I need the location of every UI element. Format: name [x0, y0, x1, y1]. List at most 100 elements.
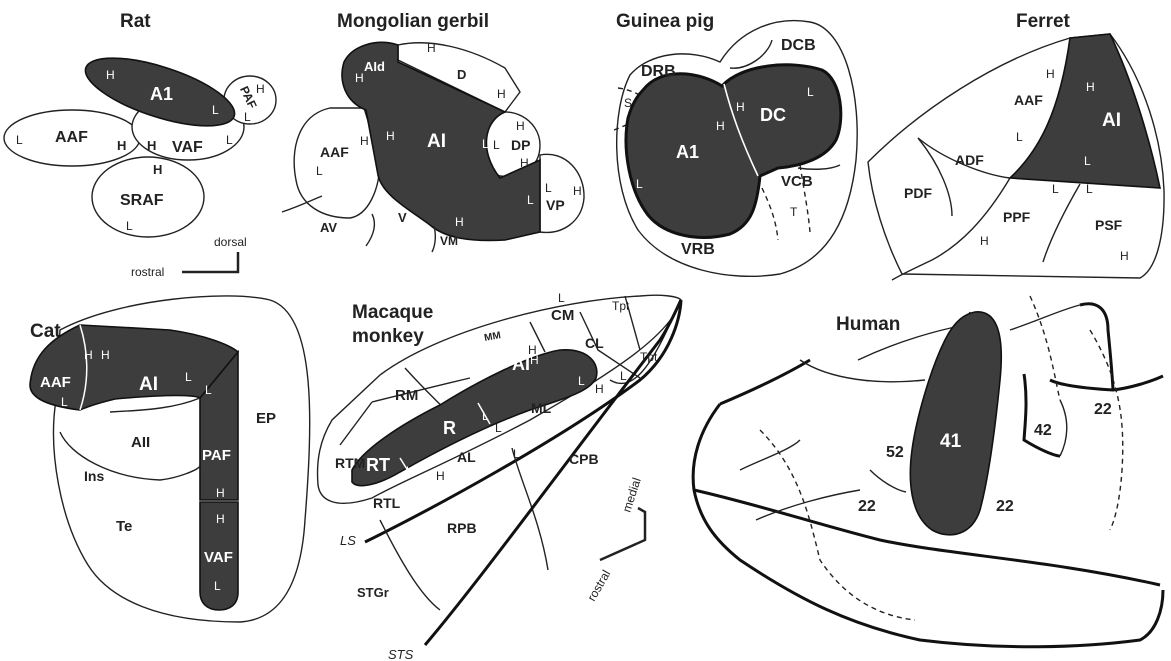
rat-aaf-label: AAF	[55, 129, 88, 146]
rat-paf-low-marker: L	[244, 110, 251, 124]
cat-te-label: Te	[116, 518, 132, 535]
rat-panel: Rat A1 AAF VAF SRAF PAF H L L H H L H L …	[4, 11, 276, 279]
human-panel: Human 41 42 52 22 22 22	[693, 296, 1163, 647]
gerbil-aaf-label: AAF	[320, 144, 349, 160]
ferret-psf-low-marker: L	[1086, 182, 1093, 196]
macaque-cm-low-marker: L	[558, 291, 565, 305]
macaque-cl-high-marker: H	[595, 382, 604, 396]
gerbil-dp-label: DP	[511, 137, 530, 153]
human-hg-posterior-line	[1080, 304, 1113, 390]
rat-a1-high-marker: H	[106, 68, 115, 82]
ferret-aaf-high-marker: H	[1046, 67, 1055, 81]
macaque-r-label: R	[443, 418, 456, 438]
macaque-cpb-label: CPB	[569, 451, 599, 467]
gerbil-aid-high-marker: H	[355, 71, 364, 85]
human-area-42-label: 42	[1034, 422, 1052, 439]
gerbil-ai-low-marker: L	[482, 137, 489, 151]
rat-sraf-high-marker: H	[153, 162, 162, 177]
cat-ins-label: Ins	[84, 468, 104, 484]
gerbil-aaf-high-marker: H	[360, 134, 369, 148]
rat-title: Rat	[120, 11, 151, 32]
gerbil-title: Mongolian gerbil	[337, 11, 489, 32]
guinea-pig-a1-label: A1	[676, 142, 699, 162]
gerbil-vp-high-marker: H	[573, 184, 582, 198]
human-area-52-label: 52	[886, 444, 904, 461]
human-planum-line-1	[800, 360, 925, 382]
human-sts-posterior-line	[1050, 376, 1163, 390]
rat-orientation-arrows	[182, 252, 238, 272]
cat-ai-high-marker: H	[101, 348, 110, 362]
rat-a1-low-marker: L	[212, 103, 219, 117]
macaque-rpb-label: RPB	[447, 520, 477, 536]
guinea-pig-title: Guinea pig	[616, 11, 714, 32]
macaque-rtm-label: RTM	[335, 455, 365, 471]
gerbil-dp-high-marker-2: H	[520, 156, 529, 170]
macaque-cm-label: CM	[551, 307, 574, 324]
gerbil-ai-low-marker-2: L	[527, 193, 534, 207]
macaque-sts-label: STS	[388, 647, 414, 661]
ferret-ppf-label: PPF	[1003, 209, 1031, 225]
cat-ep-label: EP	[256, 410, 276, 427]
macaque-panel: Macaque monkey MM CM Tpt Tpt AI CL RM R …	[318, 291, 681, 661]
macaque-cl-label: CL	[585, 335, 604, 351]
human-area-41-label: 41	[940, 431, 962, 452]
macaque-rt-high-marker: H	[406, 464, 415, 478]
guinea-pig-drb-label: DRB	[641, 63, 676, 80]
macaque-ai-high-marker: H	[530, 353, 539, 367]
macaque-al-low-marker: L	[495, 421, 502, 435]
cat-paf-label: PAF	[202, 447, 231, 464]
gerbil-aid-label: AId	[364, 59, 385, 74]
macaque-ai-label: AI	[512, 354, 530, 374]
cat-ai-label: AI	[139, 374, 158, 395]
gerbil-ai-high-marker-2: H	[455, 215, 464, 229]
gerbil-vm-label: VM	[440, 234, 458, 248]
human-gyrus-line-1	[740, 440, 800, 470]
gerbil-d-label: D	[457, 67, 466, 82]
macaque-tpt-label-1: Tpt	[612, 299, 630, 313]
cat-vaf-label: VAF	[204, 549, 233, 566]
ferret-ai-low-marker: L	[1084, 154, 1091, 168]
cat-paf-low-marker: L	[205, 383, 212, 397]
guinea-pig-vrb-label: VRB	[681, 241, 715, 258]
cat-aaf-label: AAF	[40, 374, 71, 391]
guinea-pig-s-label: S	[624, 96, 632, 110]
ferret-pdf-label: PDF	[904, 185, 932, 201]
ferret-title: Ferret	[1016, 11, 1071, 32]
human-42-boundary	[1024, 374, 1060, 456]
guinea-pig-panel: Guinea pig DCB DRB S A1 DC VCB T VRB H L…	[614, 11, 857, 276]
ferret-aaf-low-marker: L	[1016, 130, 1023, 144]
ferret-psf-high-marker: H	[1120, 249, 1129, 263]
macaque-r-low-marker: L	[482, 409, 489, 423]
macaque-stgr-border	[380, 520, 440, 610]
human-dashed-line-3	[1090, 330, 1123, 530]
gerbil-av-label: AV	[320, 220, 337, 235]
gerbil-vp-label: VP	[546, 197, 565, 213]
cat-vaf-high-marker: H	[216, 512, 225, 526]
macaque-al-label: AL	[457, 449, 476, 465]
macaque-tpt-label-2: Tpt	[640, 350, 658, 364]
macaque-stgr-label: STGr	[357, 585, 389, 600]
guinea-pig-t-label: T	[790, 205, 798, 219]
rat-rostral-label: rostral	[131, 265, 164, 279]
gerbil-dp-high-marker-1: H	[516, 119, 525, 133]
rat-aaf-low-marker: L	[16, 133, 23, 147]
human-22-upper-boundary	[1060, 400, 1067, 456]
ferret-panel: Ferret AAF AI ADF PDF PPF PSF H L H L L …	[868, 11, 1164, 280]
cat-vaf-low-marker: L	[214, 579, 221, 593]
ferret-ai-high-marker: H	[1086, 80, 1095, 94]
gerbil-dp-low-marker: L	[493, 138, 500, 152]
gerbil-v-border	[366, 214, 374, 246]
guinea-pig-dcb-label: DCB	[781, 37, 816, 54]
guinea-pig-dc-label: DC	[760, 105, 786, 125]
macaque-title-line-1: Macaque	[352, 302, 433, 323]
gerbil-vp-low-marker: L	[545, 181, 552, 195]
human-dashed-line-2	[1030, 296, 1060, 400]
human-sylvian-outline-top	[720, 360, 810, 404]
ferret-psf-label: PSF	[1095, 217, 1123, 233]
rat-vaf-high-marker: H	[147, 138, 156, 153]
rat-sraf-label: SRAF	[120, 192, 164, 209]
rat-vaf-label: VAF	[172, 139, 203, 156]
ferret-ppf-high-marker: H	[980, 234, 989, 248]
rat-dorsal-label: dorsal	[214, 235, 247, 249]
